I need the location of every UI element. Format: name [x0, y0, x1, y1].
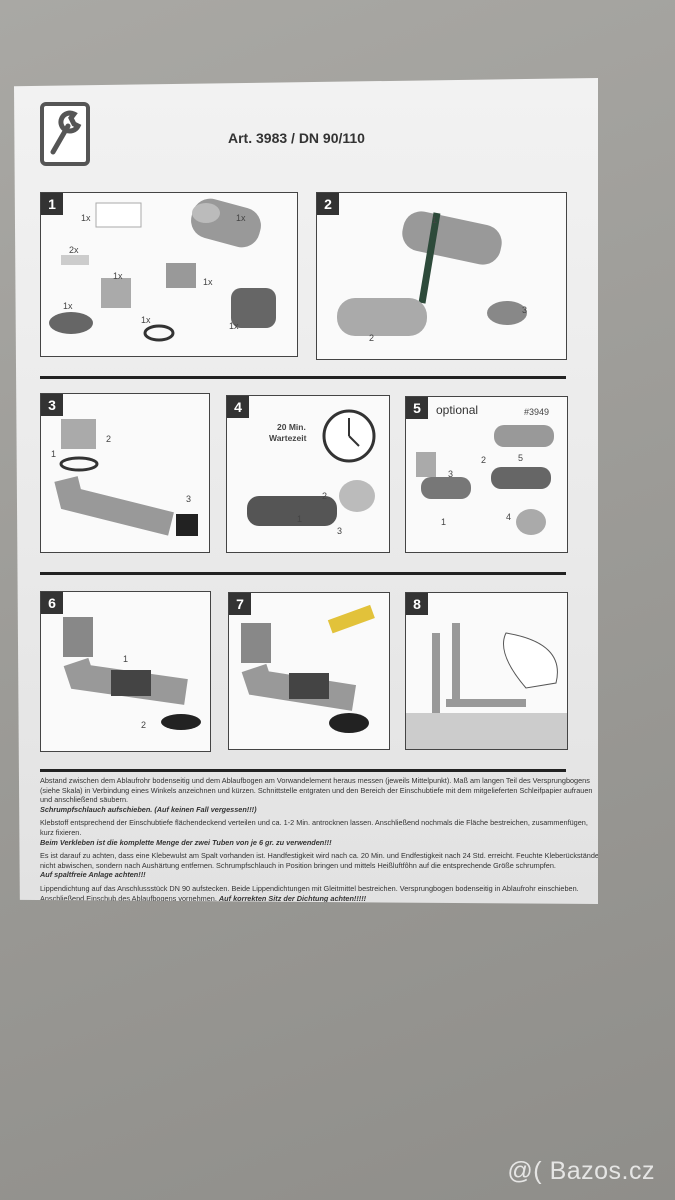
callout-number: 2	[481, 455, 487, 465]
quantity-label: 2x	[69, 245, 79, 255]
callout-number: 5	[518, 453, 524, 463]
quantity-label: 1x	[81, 213, 91, 223]
optional-label: optional	[436, 403, 479, 417]
instructions-text: Abstand zwischen dem Ablaufrohr bodensei…	[40, 776, 599, 904]
quantity-label: 1x	[203, 277, 213, 287]
callout-number: 2	[369, 333, 375, 343]
step-number: 3	[41, 394, 63, 416]
step-number: 2	[317, 193, 339, 215]
callout-number: 1	[51, 449, 57, 459]
clock-icon	[247, 409, 376, 526]
quantity-label: 1x	[141, 315, 151, 325]
divider	[40, 572, 566, 575]
quantity-label: 1x	[229, 321, 239, 331]
step-6-panel: 6 1 2	[40, 591, 211, 752]
article-number-label: #3949	[524, 407, 550, 417]
step-number: 6	[41, 592, 63, 614]
step-1-panel: 1 1x 1x 2x 1x 1x 1x 1x 1x	[40, 192, 298, 357]
divider	[40, 376, 566, 379]
step-number: 4	[227, 396, 249, 418]
step-4-panel: 4 20 Min. Wartezeit 1 2 3	[226, 395, 390, 553]
watermark: @( Bazos.cz	[507, 1157, 655, 1185]
callout-number: 2	[106, 434, 112, 444]
step-8-panel: 8	[405, 592, 568, 750]
callout-number: 3	[186, 494, 192, 504]
callout-number: 1	[432, 215, 438, 225]
instruction-paragraph: Es ist darauf zu achten, dass eine Klebe…	[40, 851, 599, 880]
quantity-label: 1x	[113, 271, 123, 281]
quantity-label: 1x	[63, 301, 73, 311]
quantity-label: 1x	[236, 213, 246, 223]
wrench-icon	[40, 102, 90, 166]
callout-number: 2	[141, 720, 147, 730]
step-number: 7	[229, 593, 251, 615]
instruction-paragraph: Klebstoff entsprechend der Einschubtiefe…	[40, 818, 588, 847]
step-7-panel: 7	[228, 592, 390, 750]
instruction-paragraph: Abstand zwischen dem Ablaufrohr bodensei…	[40, 776, 593, 814]
callout-number: 3	[522, 305, 528, 315]
callout-number: 1	[297, 514, 303, 524]
page-title: Art. 3983 / DN 90/110	[228, 130, 365, 146]
wait-time-label: 20 Min.	[277, 422, 306, 432]
callout-number: 2	[322, 491, 328, 501]
step-number: 1	[41, 193, 63, 215]
instruction-paragraph: Lippendichtung auf das Anschlussstück DN…	[40, 883, 579, 903]
callout-number: 4	[506, 512, 512, 522]
step-3-panel: 3 1 2 3	[40, 393, 210, 553]
divider	[40, 769, 566, 772]
callout-number: 1	[123, 654, 129, 664]
instruction-sheet: Art. 3983 / DN 90/110 1 1x 1x 2x 1x 1x 1…	[14, 78, 598, 904]
step-5-panel: 5 optional #3949 1 2 3 4 5	[405, 396, 568, 553]
wait-time-label: Wartezeit	[269, 433, 307, 443]
callout-number: 3	[448, 469, 454, 479]
callout-number: 1	[441, 517, 447, 527]
callout-number: 3	[337, 526, 343, 536]
step-number: 8	[406, 593, 428, 615]
step-number: 5	[406, 397, 428, 419]
step-2-panel: 2 1 2 3	[316, 192, 567, 360]
